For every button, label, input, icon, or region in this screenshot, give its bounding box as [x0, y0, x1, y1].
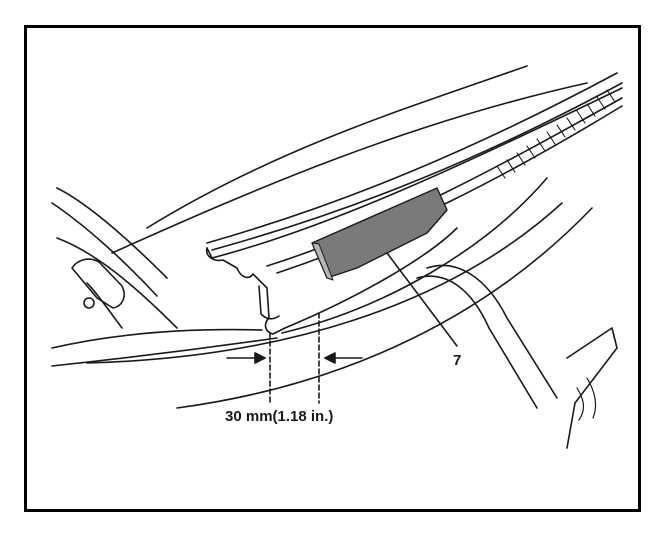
cowl-profile-inner: [258, 285, 280, 320]
dimension-arrow-left-head: [254, 352, 266, 364]
fender-curve-upper: [176, 207, 593, 409]
left-lower-2: [51, 337, 278, 367]
hinge-bracket: [71, 258, 125, 309]
callout-label: 7: [453, 352, 462, 369]
windshield-top-edge-2: [211, 82, 623, 251]
hood-edge-lower: [111, 82, 588, 254]
shaded-component-face: [311, 242, 334, 281]
left-panel-2: [51, 202, 158, 297]
left-panel-3: [56, 237, 178, 329]
illustration: [51, 65, 623, 449]
diagram-frame: 7 30 mm(1.18 in.): [24, 25, 641, 512]
cowl-ribs: [496, 89, 616, 179]
fender-curve-lower: [86, 202, 563, 364]
right-pillar-1: [426, 264, 558, 399]
hinge-bolt: [83, 297, 95, 309]
lower-right-panel: [566, 327, 618, 449]
hood-edge-upper: [146, 65, 528, 229]
left-panel-1: [56, 187, 168, 279]
cowl-top: [206, 87, 623, 259]
right-pillar-2: [416, 275, 538, 409]
left-lower-1: [51, 328, 263, 349]
lower-right-detail: [576, 377, 597, 421]
windshield-top-edge: [206, 72, 618, 244]
hinge-arm: [86, 282, 123, 329]
dimension-label: 30 mm(1.18 in.): [225, 408, 334, 425]
callout-leader: [386, 252, 458, 347]
cowl-profile: [205, 227, 458, 335]
dimension-arrow-right-head: [324, 352, 336, 364]
fender-curve-mid: [281, 177, 548, 334]
